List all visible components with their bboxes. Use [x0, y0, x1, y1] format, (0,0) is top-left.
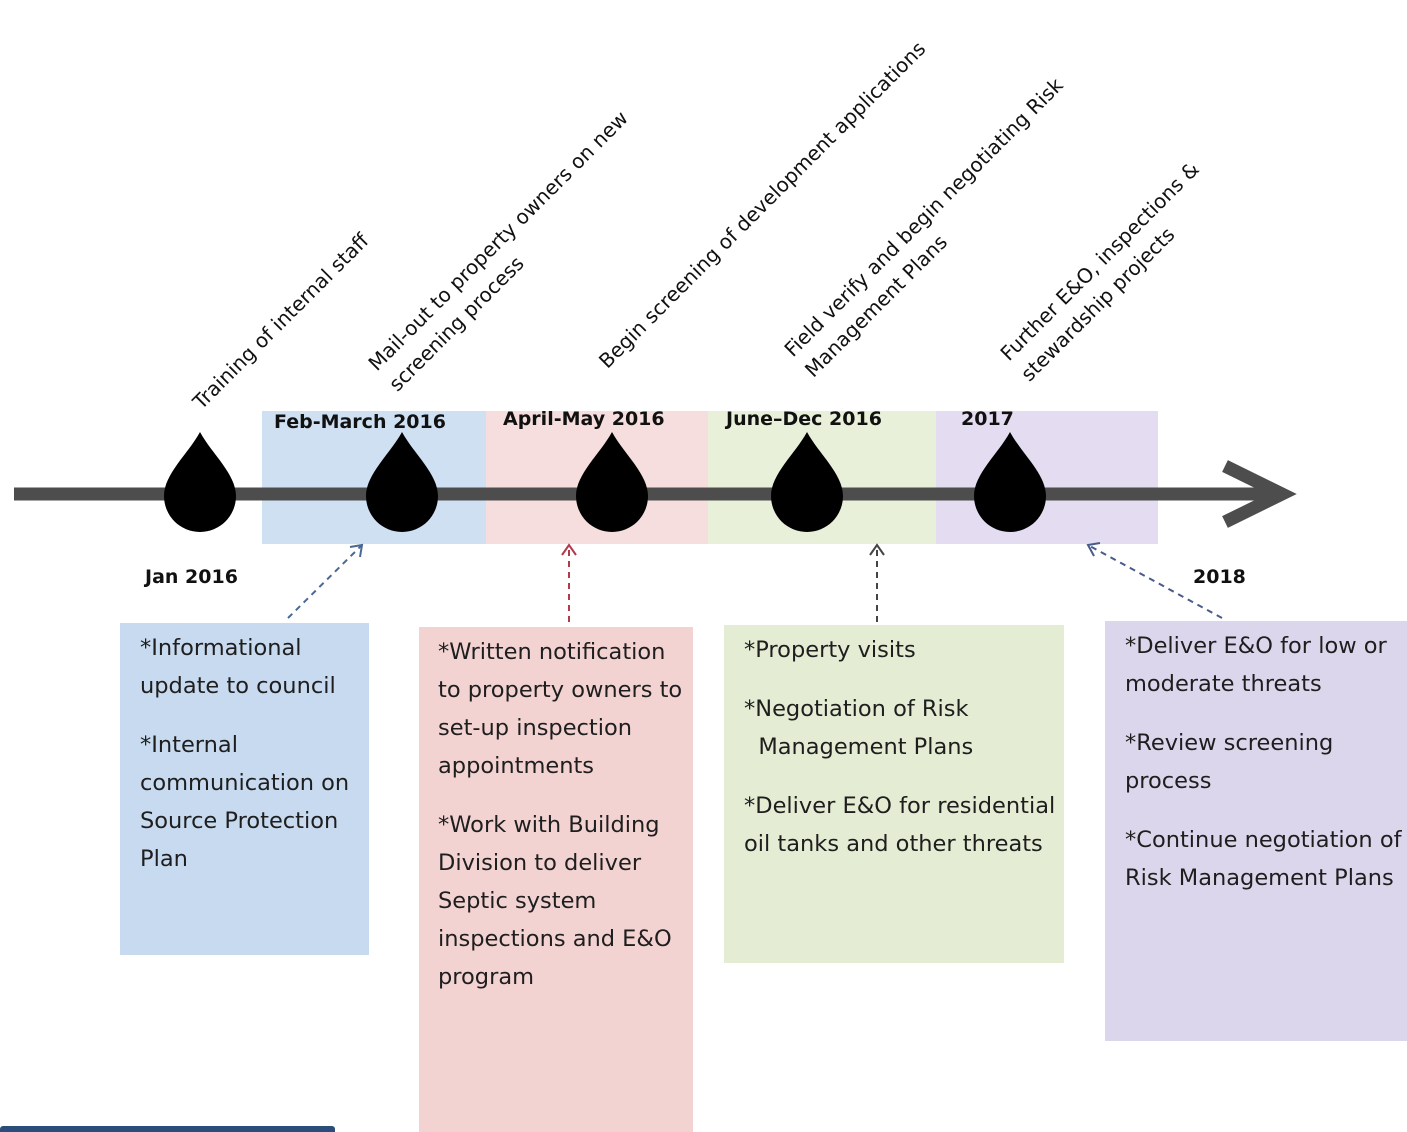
activity-box-feb-march: *Informational update to council *Intern… [120, 623, 369, 955]
activity-item: *Work with Building Division to deliver … [438, 812, 679, 990]
connector-arrowhead-blue [349, 543, 364, 558]
connector-arrow-blue [287, 544, 363, 619]
activity-item: *Written notification to property owners… [438, 639, 690, 779]
activity-box-june-dec: *Property visits *Negotiation of Risk Ma… [724, 625, 1064, 963]
timeline-arrowhead [1222, 460, 1297, 528]
activity-item: *Deliver E&O for low or moderate threats [1125, 633, 1394, 697]
period-label-2018: 2018 [1193, 566, 1246, 588]
connector-arrowhead-green [869, 543, 885, 556]
period-label-june-dec-2016: June–Dec 2016 [726, 408, 882, 430]
water-drop-icon-5 [974, 432, 1046, 532]
activity-item: *Continue negotiation of Risk Management… [1125, 827, 1402, 891]
connector-arrowhead-pink [561, 543, 577, 556]
period-label-april-may-2016: April-May 2016 [503, 408, 665, 430]
water-drop-icon-2 [366, 432, 438, 532]
period-band-2017 [936, 411, 1158, 544]
bottom-accent-bar [0, 1126, 335, 1132]
connector-arrowhead-purple [1086, 542, 1101, 557]
activity-box-2018: *Deliver E&O for low or moderate threats… [1105, 621, 1407, 1041]
activity-item: *Deliver E&O for residential oil tanks a… [744, 793, 1063, 857]
activity-item: *Informational update to council [140, 635, 336, 699]
water-drop-icon-3 [576, 432, 648, 532]
activity-item: *Property visits [744, 637, 916, 663]
activity-item: *Internal communication on Source Protec… [140, 732, 357, 872]
period-label-feb-march-2016: Feb-March 2016 [274, 411, 446, 433]
water-drop-icon-1 [164, 432, 236, 532]
connector-arrow-purple [1087, 544, 1223, 619]
activity-box-april-may: *Written notification to property owners… [419, 627, 693, 1132]
period-label-jan-2016: Jan 2016 [145, 566, 238, 588]
activity-item: *Review screening process [1125, 730, 1341, 794]
activity-item: *Negotiation of Risk Management Plans [744, 696, 974, 760]
period-label-2017: 2017 [961, 408, 1014, 430]
water-drop-icon-4 [771, 432, 843, 532]
